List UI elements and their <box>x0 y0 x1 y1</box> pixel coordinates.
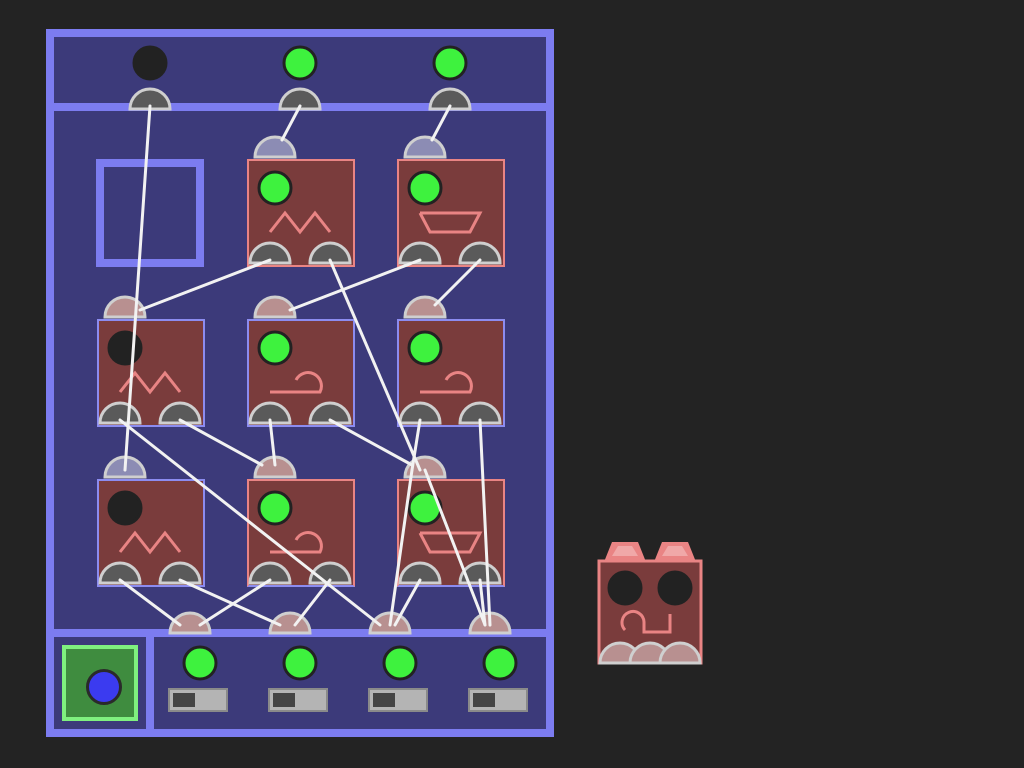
palette-led <box>657 570 693 606</box>
gate-led <box>257 330 293 366</box>
wire[interactable] <box>123 104 152 472</box>
wire[interactable] <box>393 578 422 627</box>
loop-icon <box>270 371 323 394</box>
trapezoid-icon <box>418 211 483 234</box>
gate-led <box>257 490 293 526</box>
wire[interactable] <box>138 258 272 312</box>
gate-input-port[interactable] <box>253 135 297 159</box>
wire[interactable] <box>118 578 182 627</box>
clock-divider <box>146 637 154 729</box>
zigzag-icon <box>268 210 332 235</box>
output-led-2 <box>282 645 318 681</box>
wires <box>118 104 492 627</box>
gate-led <box>107 330 143 366</box>
output-led-4 <box>482 645 518 681</box>
wire[interactable] <box>288 258 422 312</box>
wire[interactable] <box>328 258 422 472</box>
gate-input-port[interactable] <box>403 135 447 159</box>
switch-knob <box>373 693 395 707</box>
zigzag-icon <box>118 370 182 395</box>
gate-led <box>257 170 293 206</box>
clock-led-icon <box>86 669 122 705</box>
gate-input-port[interactable] <box>103 295 147 319</box>
gate-led <box>407 330 443 366</box>
input-led-2[interactable] <box>282 45 318 81</box>
wire[interactable] <box>178 418 264 467</box>
gate-led <box>407 170 443 206</box>
zigzag-icon <box>118 530 182 555</box>
switch-knob <box>273 693 295 707</box>
loop-icon <box>420 371 473 394</box>
output-led-1 <box>182 645 218 681</box>
wire[interactable] <box>423 468 487 627</box>
input-led-1[interactable] <box>132 45 168 81</box>
output-switch-3[interactable] <box>368 688 428 712</box>
wire[interactable] <box>478 418 492 627</box>
clock-button[interactable] <box>62 645 138 721</box>
loop-icon <box>270 531 323 554</box>
switch-knob <box>473 693 495 707</box>
wire[interactable] <box>388 468 414 627</box>
wire[interactable] <box>410 418 422 472</box>
wire[interactable] <box>433 258 482 307</box>
palette-output-port[interactable] <box>658 641 702 665</box>
trapezoid-icon <box>418 531 483 554</box>
input-led-3[interactable] <box>432 45 468 81</box>
wire[interactable] <box>280 104 302 142</box>
empty-gate-slot[interactable] <box>96 159 204 267</box>
wire[interactable] <box>430 104 452 142</box>
wire[interactable] <box>268 418 277 467</box>
output-switch-2[interactable] <box>268 688 328 712</box>
wire[interactable] <box>118 418 382 627</box>
wire[interactable] <box>293 578 332 627</box>
wire[interactable] <box>478 578 487 627</box>
wire[interactable] <box>198 578 272 627</box>
output-led-3 <box>382 645 418 681</box>
palette-gate[interactable] <box>597 542 703 665</box>
gate-led <box>107 490 143 526</box>
palette-led <box>607 570 643 606</box>
loop-step-icon <box>620 609 672 634</box>
wire[interactable] <box>328 418 414 467</box>
output-switch-4[interactable] <box>468 688 528 712</box>
output-switch-1[interactable] <box>168 688 228 712</box>
gate-input-port[interactable] <box>253 295 297 319</box>
switch-knob <box>173 693 195 707</box>
wire[interactable] <box>178 578 282 627</box>
